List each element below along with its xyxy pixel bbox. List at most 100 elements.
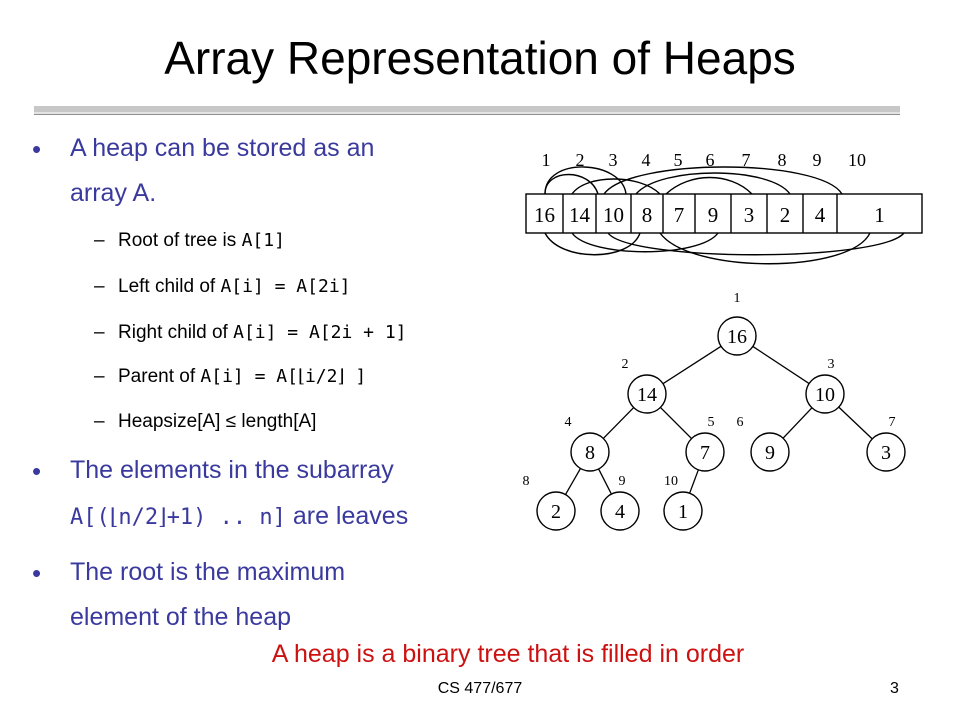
array-arc [635,172,791,195]
sub-bullet-text: Left child of [118,276,221,297]
slide-caption: A heap is a binary tree that is filled i… [271,640,745,668]
tree-node-value: 4 [615,501,625,523]
bullet-3-line-1: The root is the maximum [70,558,346,586]
tree-edge [782,407,813,439]
tree-node [536,491,576,531]
sub-bullet-text: Heapsize[A] ≤ length[A] [118,411,317,432]
tree-node [805,374,845,414]
dash-marker: – [94,322,105,343]
tree-node-value: 1 [678,501,688,523]
array-index-label: 1 [542,150,551,170]
footer-course: CS 477/677 [437,680,523,697]
array-arc [544,232,641,256]
tree-node-value: 7 [700,442,710,464]
array-arc [544,166,627,195]
tree-edge [602,407,635,439]
array-cell-value: 8 [642,203,653,227]
sub-bullet-code: i/2 [304,366,338,387]
sub-bullet-code: A[i] = A[2i] [220,276,351,297]
array-index-label: 6 [706,150,715,170]
sub-bullet-text: Parent of [118,366,201,387]
tree-node-value: 2 [551,501,561,523]
dash-marker: – [94,230,105,251]
array-cell-value: 3 [744,203,755,227]
tree-edge [689,469,699,494]
array-cell-value: 10 [603,203,624,227]
tree-node-index: 3 [828,357,835,372]
array-arc [659,232,871,265]
array-cell-value: 16 [534,203,555,227]
floor-left-symbol: ⌊ [109,505,119,530]
parent-child-arcs [544,166,905,265]
sub-bullet-right-child: –Right child of A[i] = A[2i + 1] [94,322,407,344]
tree-node [627,374,667,414]
bullet-1-line-2: array A. [70,179,156,208]
sub-bullet-code: A[i] = A[ [200,366,298,387]
tree-node-index: 5 [708,415,715,430]
sub-bullet-parent: –Parent of A[i] = A[⌊i/2⌋ ] [94,366,366,388]
array-index-label: 2 [576,150,585,170]
sub-bullet-code: A[1] [241,230,285,251]
bullet-marker: • [32,134,42,164]
tree-node-value: 9 [765,442,775,464]
sub-bullet-text: Right child of [118,322,234,343]
tree-edge [838,406,873,440]
array-index-label: 4 [642,150,651,170]
array-arc [665,176,753,195]
sub-bullet-code: A[i] = A[2i + 1] [233,322,407,343]
tree-node-index: 4 [565,415,572,430]
array-border [525,193,923,234]
array-arc [571,178,661,195]
array-arc [603,166,843,195]
leaf-range-code: A[( [70,505,110,530]
array-arc [571,232,719,253]
tree-node-index: 2 [622,357,629,372]
tree-node-value: 8 [585,442,595,464]
array-cell-value: 7 [674,203,685,227]
array-arc [607,232,905,256]
page-number: 3 [890,680,899,697]
tree-node-value: 16 [727,326,747,348]
leaf-range-text: are leaves [285,502,409,530]
tree-node-index: 9 [619,474,626,489]
tree-node [717,316,757,356]
tree-node-index: 6 [737,415,744,430]
array-index-label: 8 [778,150,787,170]
bullet-1-line-2-text: array A. [70,179,157,207]
tree-edge [752,345,810,385]
tree-edge [662,345,722,385]
floor-left-symbol: ⌊ [297,366,305,387]
tree-node-index: 10 [664,474,678,489]
sub-bullet-heapsize: –Heapsize[A] ≤ length[A] [94,411,316,433]
array-index-label: 10 [848,150,866,170]
leaf-range-code: n/2 [118,505,159,530]
tree-edges [564,345,873,495]
tree-edge [564,468,582,495]
array-index-label: 7 [742,150,751,170]
array-index-label: 3 [609,150,618,170]
tree-node [663,491,703,531]
bullet-2-line-1: The elements in the subarray [70,456,394,484]
dash-marker: – [94,411,105,432]
array-cell-value: 9 [708,203,719,227]
tree-node-value: 10 [815,384,835,406]
tree-node [570,432,610,472]
leaf-range-code: +1) .. n] [166,505,286,530]
array-cell-value: 1 [874,203,885,227]
tree-node [685,432,725,472]
bullet-3-line-2: element of the heap [70,603,291,631]
bullet-marker: • [32,558,42,588]
array-index-label: 9 [813,150,822,170]
dash-marker: – [94,366,105,387]
tree-node-value: 3 [881,442,891,464]
tree-node-index: 7 [889,415,896,430]
tree-node-value: 14 [637,384,657,406]
array-index-label: 5 [674,150,683,170]
slide-title: Array Representation of Heaps [164,32,796,84]
array-arc [544,173,599,195]
floor-right-symbol: ⌋ [337,366,345,387]
tree-edge [659,406,693,440]
sub-bullet-code: ] [344,366,367,387]
